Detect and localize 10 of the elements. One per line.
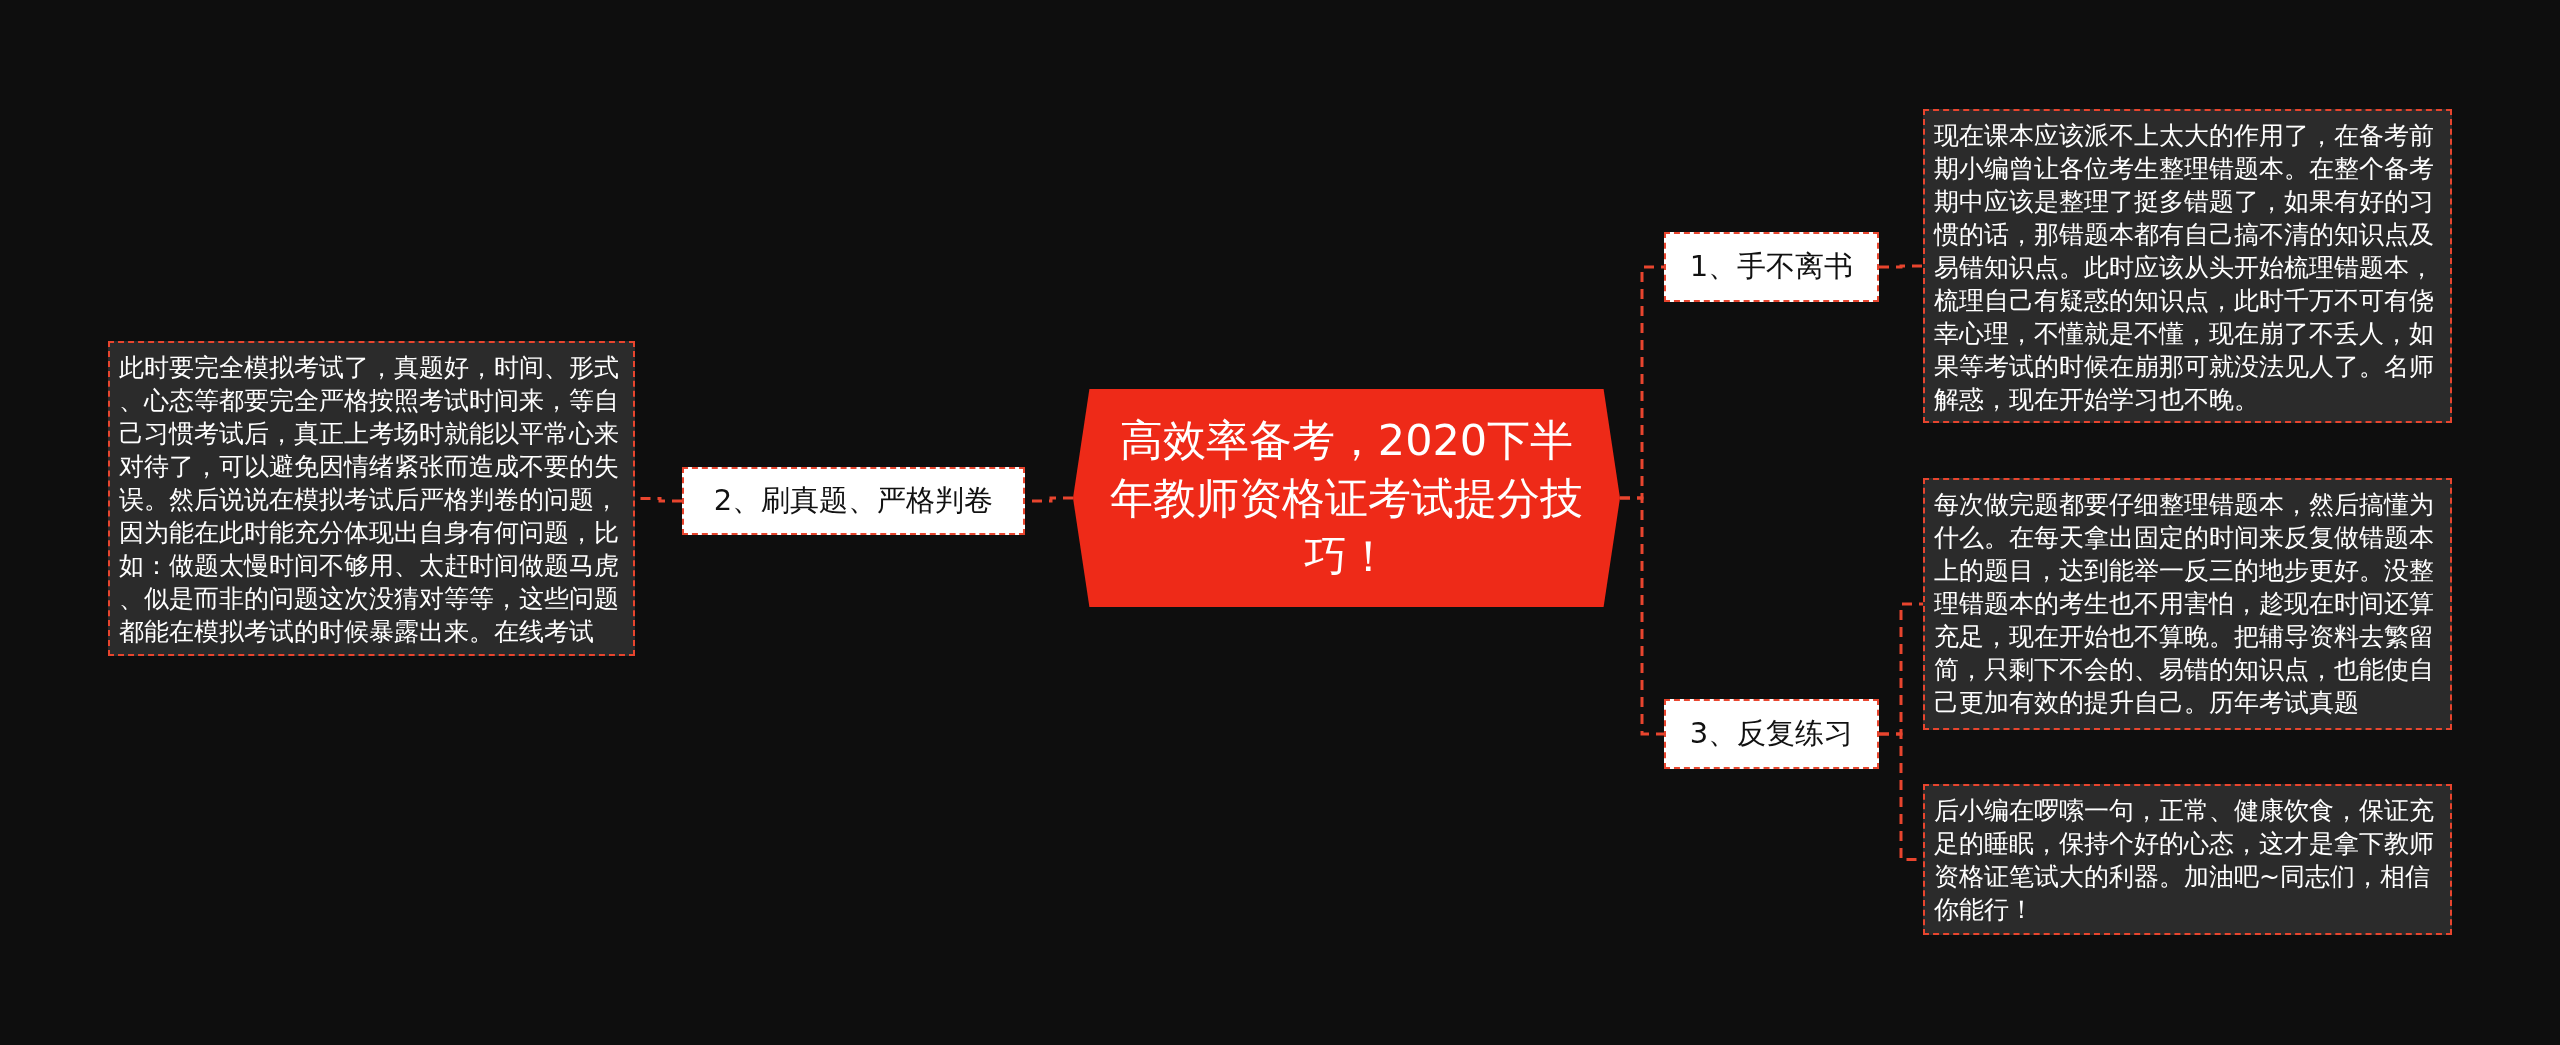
topic-box: 3、反复练习 xyxy=(1664,699,1879,769)
note-box: 此时要完全模拟考试了，真题好，时间、形式、心态等都要完全严格按照考试时间来，等自己习惯考试后，真正上考场时就能以平常心来对待了，可以避免因情绪紧张而造成不要的失误。然后说说在模拟考试后严格判卷的问题，因为能在此时能充分体现出自身有何问题，比如：做题太慢时间不够用、太赶时间做题马虎、似是而非的问题这次没猜对等等，这些问题都能在模拟考试的时候暴露出来。在线考试 xyxy=(108,341,635,656)
topic-box: 2、刷真题、严格判卷 xyxy=(682,467,1025,535)
connector-line xyxy=(1879,264,1923,269)
note-box: 每次做完题都要仔细整理错题本，然后搞懂为什么。在每天拿出固定的时间来反复做错题本上的题目，达到能举一反三的地步更好。没整理错题本的考生也不用害怕，趁现在时间还算充足，现在开始也不算晚。把辅导资料去繁留简，只剩下不会的、易错的知识点，也能使自己更加有效的提升自己。历年考试真题 xyxy=(1923,478,2452,730)
note-box: 后小编在啰嗦一句，正常、健康饮食，保证充足的睡眠，保持个好的心态，这才是拿下教师资格证笔试大的利器。加油吧~同志们，相信你能行！ xyxy=(1923,784,2452,935)
connector-line xyxy=(1620,496,1664,736)
central-topic: 高效率备考，2020下半年教师资格证考试提分技巧！ xyxy=(1073,389,1620,607)
topic-box: 1、手不离书 xyxy=(1664,232,1879,302)
note-box: 现在课本应该派不上太大的作用了，在备考前期小编曾让各位考生整理错题本。在整个备考期中应该是整理了挺多错题了，如果有好的习惯的话，那错题本都有自己搞不清的知识点及易错知识点。此时应该从头开始梳理错题本，梳理自己有疑惑的知识点，此时千万不可有侥幸心理，不懂就是不懂，现在崩了不丢人，如果等考试的时候在崩那可就没法见人了。名师解惑，现在开始学习也不晚。 xyxy=(1923,109,2452,423)
